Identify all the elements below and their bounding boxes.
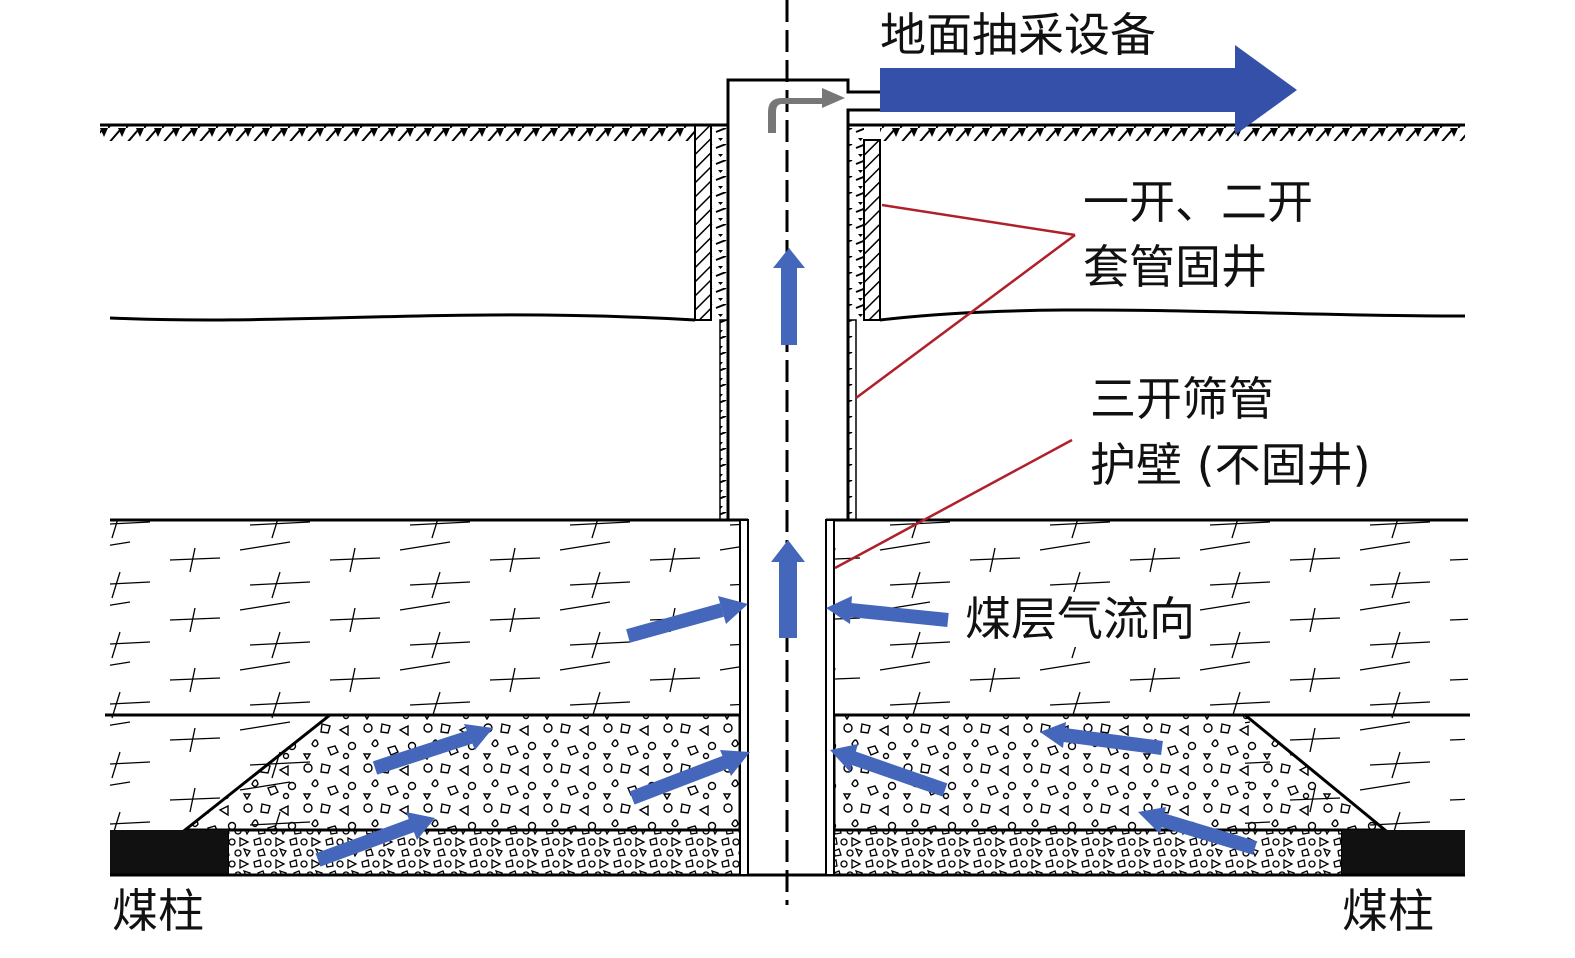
surface-equipment-label: 地面抽采设备	[880, 8, 1156, 62]
ground-surface	[880, 125, 1465, 141]
arrowheads	[406, 596, 1166, 840]
gas-flow-label: 煤层气流向	[965, 592, 1195, 648]
screen-label-line1: 三开筛管	[1090, 372, 1274, 426]
ground-surface	[100, 125, 695, 141]
coal-pillar-left-label: 煤柱	[112, 884, 204, 938]
casing-label-line1: 一开、二开	[1083, 175, 1313, 229]
up-arrow-icon	[773, 248, 805, 345]
leader-lines	[834, 203, 1076, 570]
screen-pipe-right	[825, 519, 835, 876]
coal-pillar-left	[110, 830, 228, 875]
screen-label-line2: 护壁 (不固井)	[1090, 438, 1371, 492]
screen-pipe-left	[739, 519, 749, 876]
casing-right	[863, 139, 881, 321]
coal-pillar-right-label: 煤柱	[1342, 884, 1434, 938]
casing-label-line2: 套管固井	[1083, 240, 1267, 294]
flow-arrows	[771, 248, 805, 638]
coal-pillar-right	[1342, 830, 1465, 875]
wellbore-pipe	[726, 78, 880, 520]
up-arrow-icon	[771, 540, 805, 638]
turn-arrow-icon	[768, 88, 845, 133]
output-arrow-icon	[880, 45, 1297, 135]
gas-flow-arrows	[315, 603, 1258, 867]
casing-left	[694, 124, 712, 321]
stratum-boundary	[109, 308, 1466, 322]
coal-seam	[110, 520, 740, 715]
